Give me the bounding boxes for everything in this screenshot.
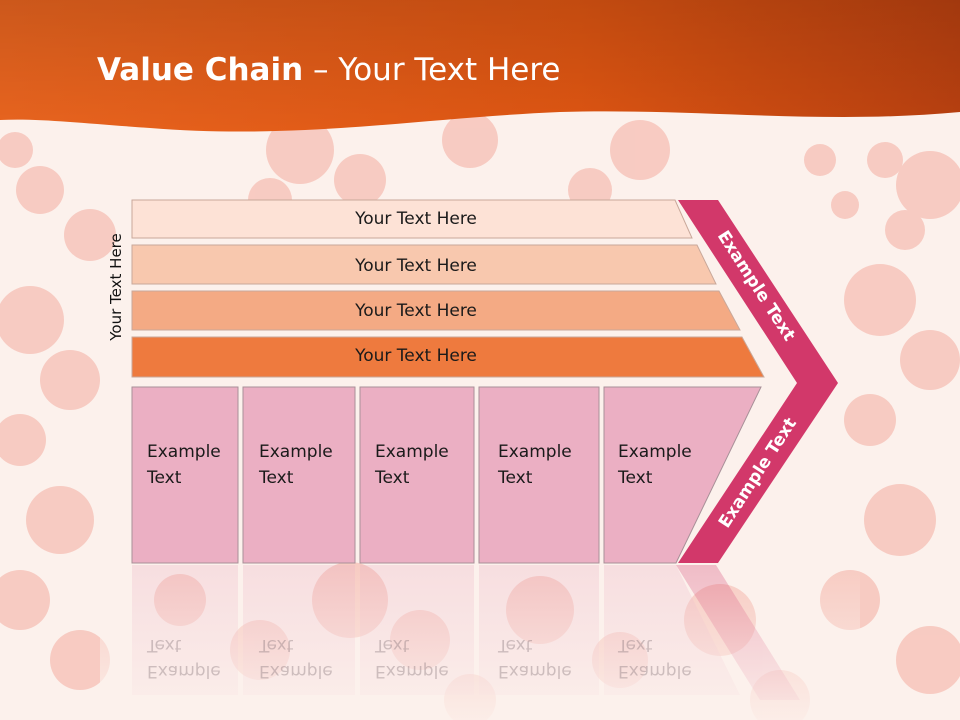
activity-box-4	[478, 386, 600, 564]
activity-box-3	[359, 386, 475, 564]
activity-box-1	[131, 386, 239, 564]
activity-boxes	[131, 386, 762, 564]
bar-1	[131, 199, 693, 239]
activity-box-2	[242, 386, 356, 564]
page-title: Value Chain – Your Text Here	[97, 52, 561, 88]
bar-4	[131, 336, 765, 378]
activity-box-5	[603, 386, 762, 564]
bar-2	[131, 244, 717, 285]
bar-3	[131, 290, 741, 331]
chevron-arrow	[678, 200, 838, 563]
vertical-label: Your Text Here	[107, 233, 125, 341]
bars-group	[131, 199, 765, 378]
bar-2-label: Your Text Here	[355, 256, 477, 276]
bar-3-label: Your Text Here	[355, 301, 477, 321]
bar-1-label: Your Text Here	[355, 209, 477, 229]
bar-4-label: Your Text Here	[355, 346, 477, 366]
